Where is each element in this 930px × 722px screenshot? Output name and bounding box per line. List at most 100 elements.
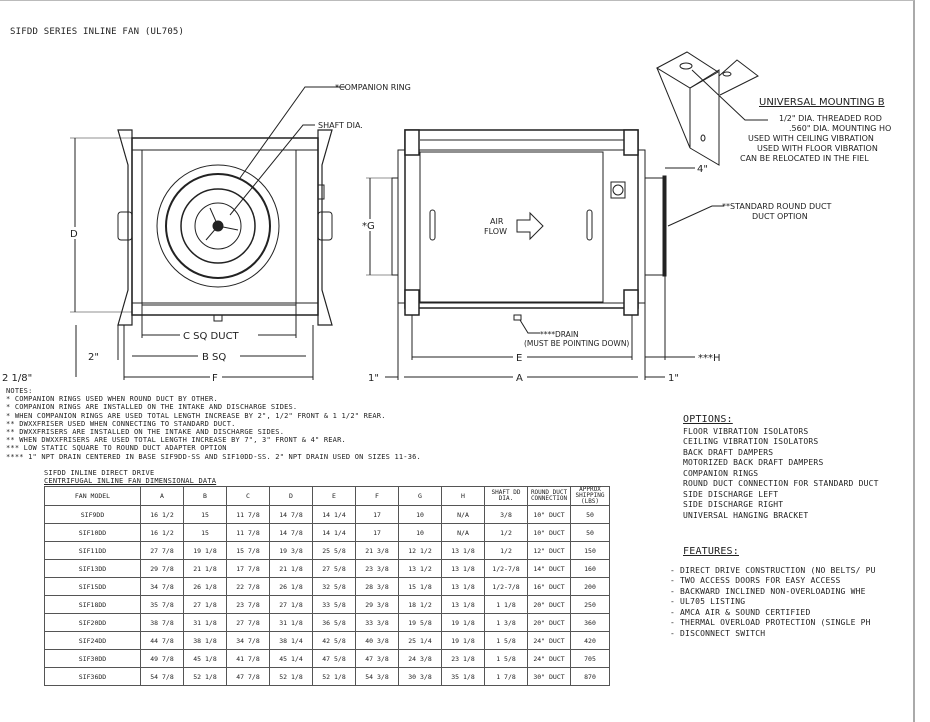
- table-cell: SIF18DD: [44, 595, 141, 614]
- table-cell: 44 7/8: [140, 631, 184, 650]
- table-cell: 160: [570, 559, 610, 578]
- table-cell: 15: [183, 523, 227, 542]
- table-cell: 34 7/8: [226, 631, 270, 650]
- table-cell: 20" DUCT: [527, 613, 571, 632]
- table-cell: 1/2-7/8: [484, 577, 528, 596]
- table-cell: 1/2-7/8: [484, 559, 528, 578]
- table-cell: 21 1/8: [183, 559, 227, 578]
- table-cell: 1/2: [484, 523, 528, 542]
- table-cell: 11 7/8: [226, 523, 270, 542]
- table-cell: 25 1/4: [398, 631, 442, 650]
- option-item: SIDE DISCHARGE LEFT: [683, 489, 779, 499]
- column-header: A: [140, 486, 184, 506]
- table-cell: 41 7/8: [226, 649, 270, 668]
- companion-ring-label: *COMPANION RING: [335, 83, 411, 92]
- table-cell: SIF10DD: [44, 523, 141, 542]
- table-cell: 34 7/8: [140, 577, 184, 596]
- table-cell: 26 1/8: [269, 577, 313, 596]
- table-cell: 25 5/8: [312, 541, 356, 560]
- flow-label: FLOW: [484, 227, 507, 236]
- feature-item: - BACKWARD INCLINED NON-OVERLOADING WHE: [670, 586, 866, 596]
- note-line: ** DWXXFRISERS ARE INSTALLED ON THE INTA…: [6, 428, 285, 437]
- table-cell: 24 3/8: [398, 649, 442, 668]
- table-cell: 15 7/8: [226, 541, 270, 560]
- table-cell: 1 5/8: [484, 649, 528, 668]
- table-cell: 50: [570, 505, 610, 524]
- table-cell: 13 1/8: [441, 577, 485, 596]
- table-cell: 26 1/8: [183, 577, 227, 596]
- table-cell: 22 7/8: [226, 577, 270, 596]
- column-header: FAN MODEL: [44, 486, 141, 506]
- table-cell: 10: [398, 523, 442, 542]
- option-item: UNIVERSAL HANGING BRACKET: [683, 510, 809, 520]
- table-caption: SIFDD INLINE DIRECT DRIVE CENTRIFUGAL IN…: [44, 469, 216, 485]
- table-cell: 24" DUCT: [527, 631, 571, 650]
- option-item: CEILING VIBRATION ISOLATORS: [683, 437, 819, 446]
- dim-d-label: D: [70, 229, 78, 240]
- table-cell: N/A: [441, 523, 485, 542]
- bracket-title: UNIVERSAL MOUNTING B: [759, 97, 885, 108]
- note-line: *** LOW STATIC SQUARE TO ROUND DUCT ADAP…: [6, 444, 227, 453]
- duct-option-label: DUCT OPTION: [752, 212, 808, 221]
- table-cell: 21 3/8: [355, 541, 399, 560]
- table-cell: 42 5/8: [312, 631, 356, 650]
- feature-item: - AMCA AIR & SOUND CERTIFIED: [670, 607, 811, 617]
- table-cell: 52 1/8: [312, 667, 356, 686]
- table-cell: 49 7/8: [140, 649, 184, 668]
- option-item: FLOOR VIBRATION ISOLATORS: [683, 426, 809, 436]
- table-cell: 38 1/8: [183, 631, 227, 650]
- bracket-note-2: .560" DIA. MOUNTING HO: [789, 124, 891, 133]
- dim-e-label: E: [516, 353, 522, 364]
- table-cell: 54 3/8: [355, 667, 399, 686]
- column-header: H: [441, 486, 485, 506]
- table-cell: 50: [570, 523, 610, 542]
- table-cell: 17: [355, 505, 399, 524]
- table-caption-2: CENTRIFUGAL INLINE FAN DIMENSIONAL DATA: [44, 477, 217, 485]
- table-cell: 10: [398, 505, 442, 524]
- option-item: COMPANION RINGS: [683, 468, 759, 478]
- option-item: MOTORIZED BACK DRAFT DAMPERS: [683, 458, 824, 467]
- table-cell: 19 1/8: [183, 541, 227, 560]
- table-cell: 30" DUCT: [527, 667, 571, 686]
- dim-f-label: F: [212, 373, 218, 384]
- dim-h-label: ***H: [698, 353, 721, 364]
- table-cell: 250: [570, 595, 610, 614]
- table-cell: 18 1/2: [398, 595, 442, 614]
- shaft-dia-label: SHAFT DIA.: [318, 121, 363, 130]
- note-line: * COMPANION RINGS USED WHEN ROUND DUCT B…: [6, 395, 218, 404]
- table-cell: 1 1/8: [484, 595, 528, 614]
- table-cell: 33 5/8: [312, 595, 356, 614]
- table-cell: 3/8: [484, 505, 528, 524]
- table-cell: 19 3/8: [269, 541, 313, 560]
- drawing-title: SIFDD SERIES INLINE FAN (UL705): [10, 27, 185, 37]
- table-cell: 150: [570, 541, 610, 560]
- bracket-note-4: USED WITH FLOOR VIBRATION: [757, 144, 878, 153]
- table-cell: 870: [570, 667, 610, 686]
- table-cell: SIF36DD: [44, 667, 141, 686]
- table-cell: 420: [570, 631, 610, 650]
- dim-g-label: *G: [362, 221, 375, 232]
- table-cell: 47 3/8: [355, 649, 399, 668]
- drain-label: ****DRAIN: [540, 330, 579, 339]
- std-duct-label: **STANDARD ROUND DUCT: [722, 202, 832, 211]
- dim-c-label: C SQ DUCT: [183, 331, 240, 342]
- column-header: B: [183, 486, 227, 506]
- table-cell: 17 7/8: [226, 559, 270, 578]
- table-cell: 38 1/4: [269, 631, 313, 650]
- table-cell: SIF15DD: [44, 577, 141, 596]
- dim-2in-label: 2": [88, 352, 99, 363]
- table-cell: 705: [570, 649, 610, 668]
- table-cell: 29 7/8: [140, 559, 184, 578]
- option-item: SIDE DISCHARGE RIGHT: [683, 500, 784, 509]
- table-cell: 23 3/8: [355, 559, 399, 578]
- table-cell: SIF11DD: [44, 541, 141, 560]
- table-cell: 14" DUCT: [527, 559, 571, 578]
- column-header: C: [226, 486, 270, 506]
- table-cell: 40 3/8: [355, 631, 399, 650]
